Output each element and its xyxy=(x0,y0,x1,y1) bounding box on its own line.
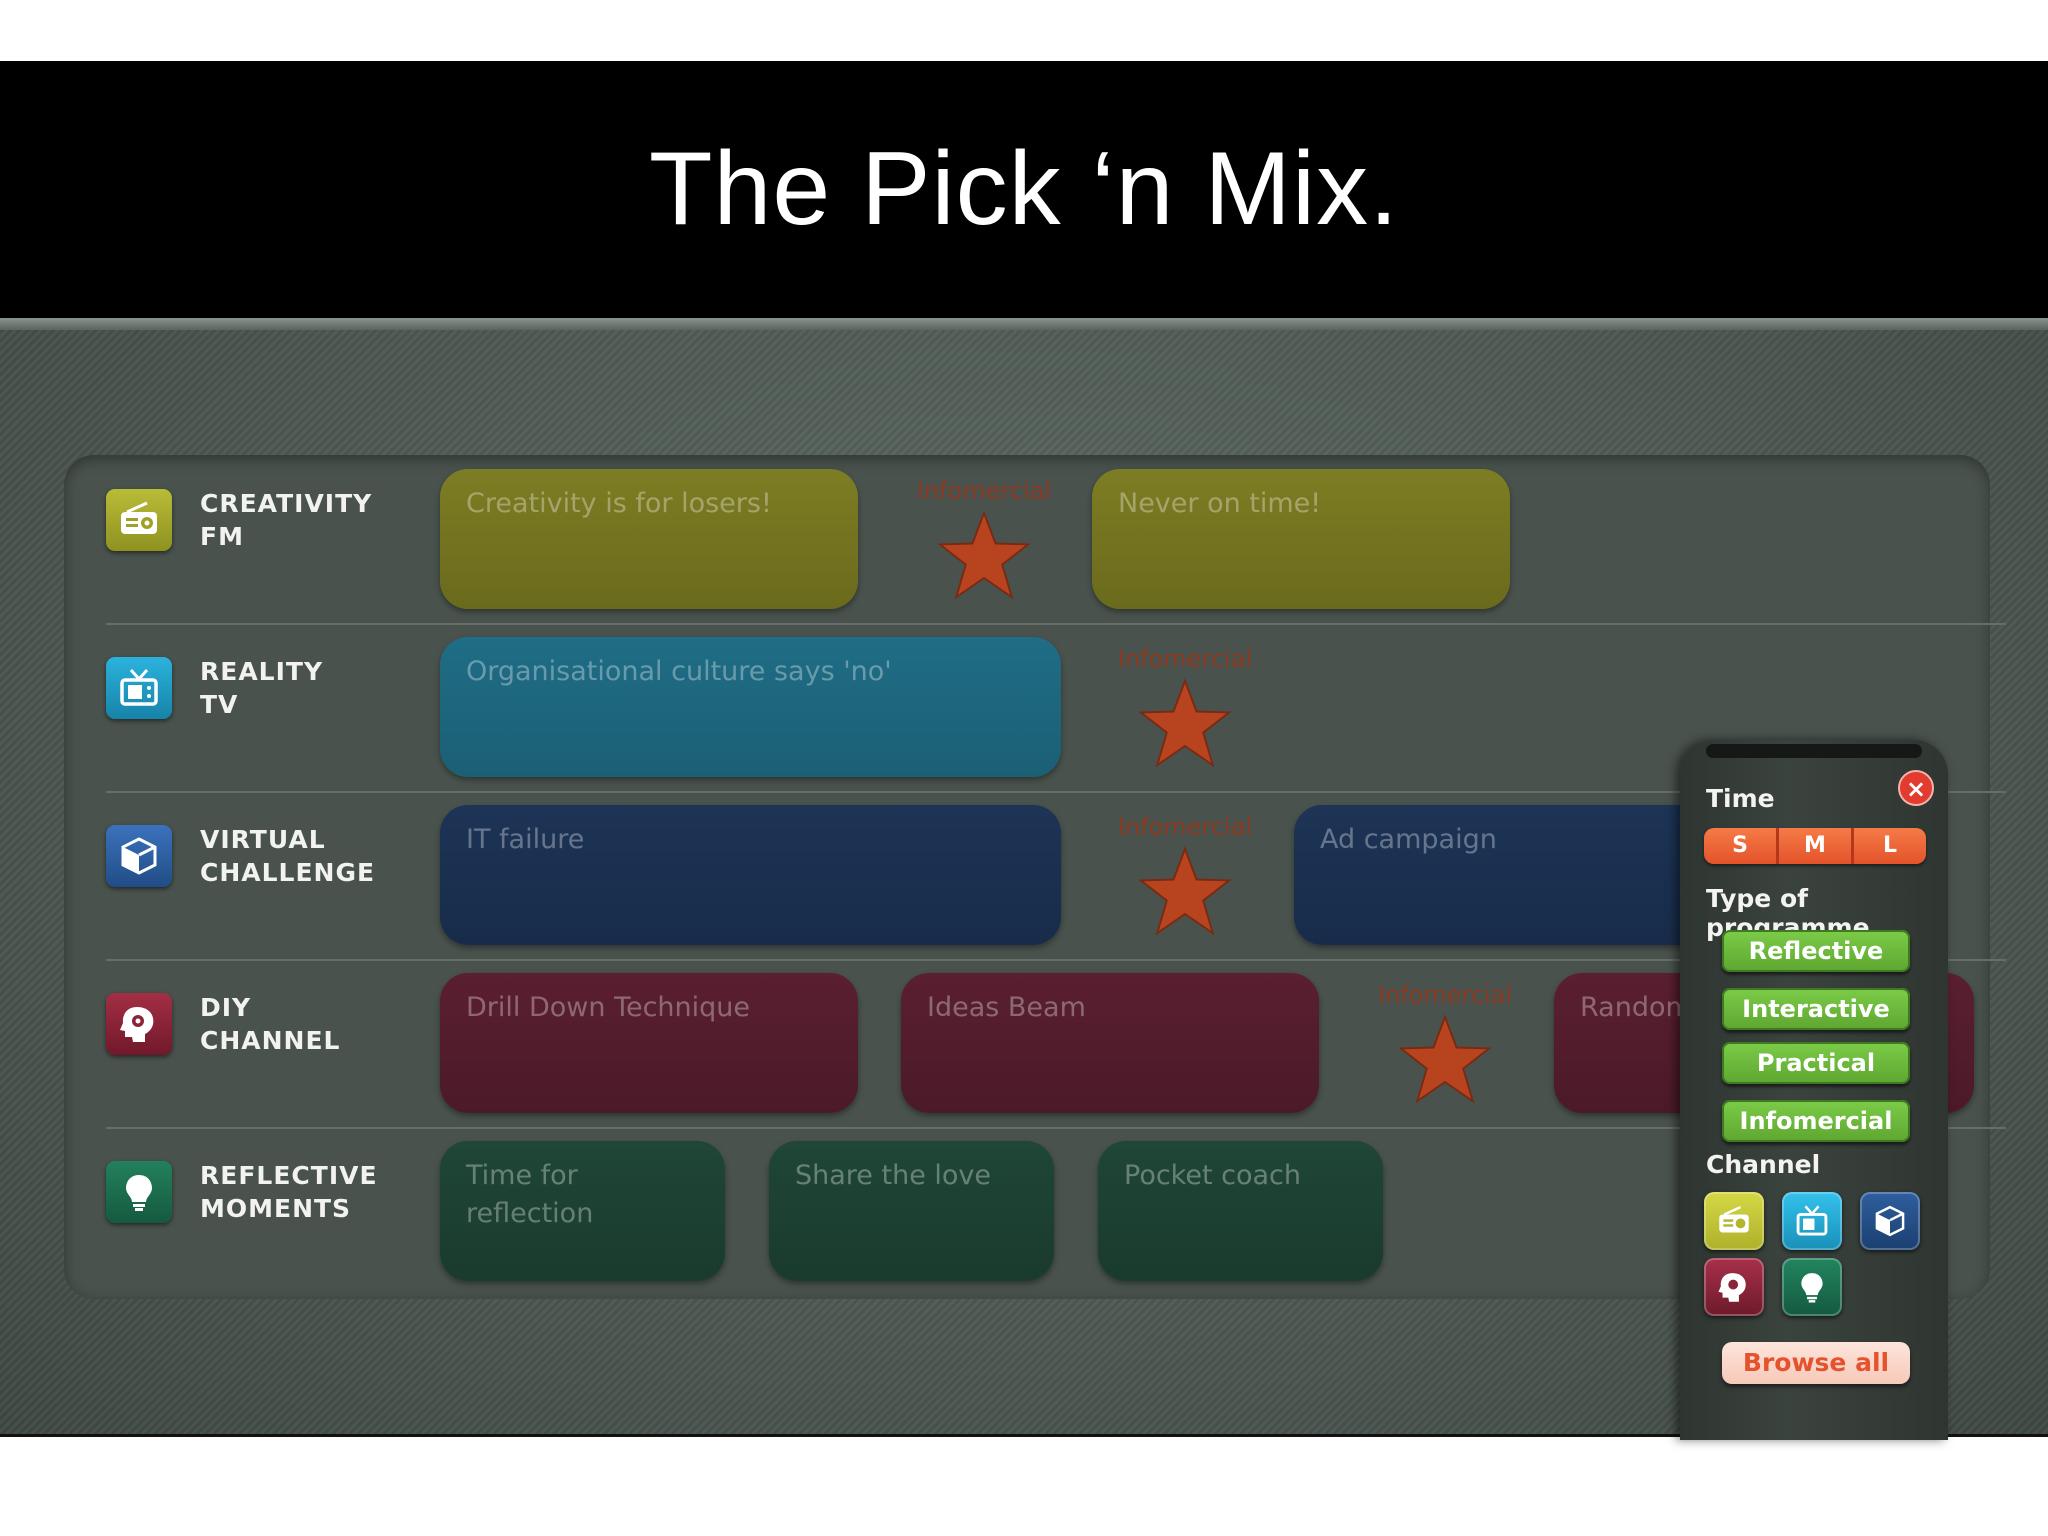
drawer-handle[interactable] xyxy=(1706,744,1922,758)
cube-icon xyxy=(1875,1205,1905,1237)
programme-card[interactable]: IT failure xyxy=(440,805,1061,945)
channel-label: VIRTUAL CHALLENGE xyxy=(200,825,376,887)
title-bar: The Pick ‘n Mix. xyxy=(0,61,2048,318)
channel-row-reality: REALITY TV Organisational culture says '… xyxy=(64,623,1990,791)
channel-heading: Channel xyxy=(1706,1150,1821,1179)
type-practical-button[interactable]: Practical xyxy=(1722,1042,1910,1084)
browse-all-button[interactable]: Browse all xyxy=(1722,1342,1910,1384)
infomercial-label: Infomercial xyxy=(1117,645,1253,673)
infomercial-label: Infomercial xyxy=(916,477,1052,505)
infomercial-slot[interactable]: Infomercial xyxy=(1370,981,1520,1111)
programme-card[interactable]: Ideas Beam xyxy=(901,973,1319,1113)
programme-card[interactable]: Organisational culture says 'no' xyxy=(440,637,1061,777)
row-divider xyxy=(106,623,2006,625)
cube-icon xyxy=(106,825,172,887)
time-heading: Time xyxy=(1706,784,1775,813)
infomercial-slot[interactable]: Infomercial xyxy=(1110,813,1260,943)
time-selector: S M L xyxy=(1704,828,1926,864)
star-icon xyxy=(1398,1014,1492,1104)
gear-head-icon xyxy=(106,993,172,1055)
infomercial-slot[interactable]: Infomercial xyxy=(1110,645,1260,775)
stage-top-rule xyxy=(0,318,2048,330)
row-divider xyxy=(106,791,2006,793)
channel-grid-panel: CREATIVITY FM Creativity is for losers! … xyxy=(64,455,2006,1299)
channel-label: REFLECTIVE MOMENTS xyxy=(200,1161,378,1223)
gear-head-icon xyxy=(1718,1273,1746,1302)
radio-icon xyxy=(1719,1205,1749,1233)
tv-icon xyxy=(106,657,172,719)
channel-row-creativity: CREATIVITY FM Creativity is for losers! … xyxy=(64,455,1990,623)
row-divider xyxy=(106,959,2006,961)
channel-row-reflective: REFLECTIVE MOMENTS Time for reflection S… xyxy=(64,1127,1990,1295)
channel-label: DIY CHANNEL xyxy=(200,993,341,1055)
infomercial-slot[interactable]: Infomercial xyxy=(909,477,1059,607)
radio-icon xyxy=(106,489,172,551)
lightbulb-icon xyxy=(1801,1273,1823,1303)
type-reflective-button[interactable]: Reflective xyxy=(1722,930,1910,972)
programme-card[interactable]: Pocket coach xyxy=(1098,1141,1383,1281)
page-title: The Pick ‘n Mix. xyxy=(649,131,1399,247)
infomercial-label: Infomercial xyxy=(1377,981,1513,1009)
programme-card[interactable]: Drill Down Technique xyxy=(440,973,858,1113)
star-icon xyxy=(1138,678,1232,768)
programme-card[interactable]: Share the love xyxy=(769,1141,1054,1281)
stage-bottom-rule xyxy=(0,1434,2048,1437)
channel-filter-reality[interactable] xyxy=(1782,1192,1842,1250)
time-option-s[interactable]: S xyxy=(1704,828,1779,864)
channel-filter-creativity[interactable] xyxy=(1704,1192,1764,1250)
type-interactive-button[interactable]: Interactive xyxy=(1722,988,1910,1030)
filter-drawer[interactable]: Time × S M L Type of programme Reflectiv… xyxy=(1680,740,1948,1440)
programme-card[interactable]: Never on time! xyxy=(1092,469,1510,609)
time-option-l[interactable]: L xyxy=(1882,833,1898,858)
lightbulb-icon xyxy=(106,1161,172,1223)
channel-filter-virtual[interactable] xyxy=(1860,1192,1920,1250)
channel-filter-reflective[interactable] xyxy=(1782,1258,1842,1316)
row-divider xyxy=(106,1127,2006,1129)
star-icon xyxy=(1138,846,1232,936)
close-button[interactable]: × xyxy=(1898,770,1934,806)
programme-card[interactable]: Time for reflection xyxy=(440,1141,725,1281)
tv-icon xyxy=(1796,1205,1828,1236)
type-infomercial-button[interactable]: Infomercial xyxy=(1722,1100,1910,1142)
programme-card[interactable]: Creativity is for losers! xyxy=(440,469,858,609)
channel-label: CREATIVITY FM xyxy=(200,489,373,551)
channel-filter-diy[interactable] xyxy=(1704,1258,1764,1316)
time-option-m[interactable]: M xyxy=(1779,828,1854,864)
star-icon xyxy=(937,510,1031,600)
infomercial-label: Infomercial xyxy=(1117,813,1253,841)
channel-label: REALITY TV xyxy=(200,657,324,719)
